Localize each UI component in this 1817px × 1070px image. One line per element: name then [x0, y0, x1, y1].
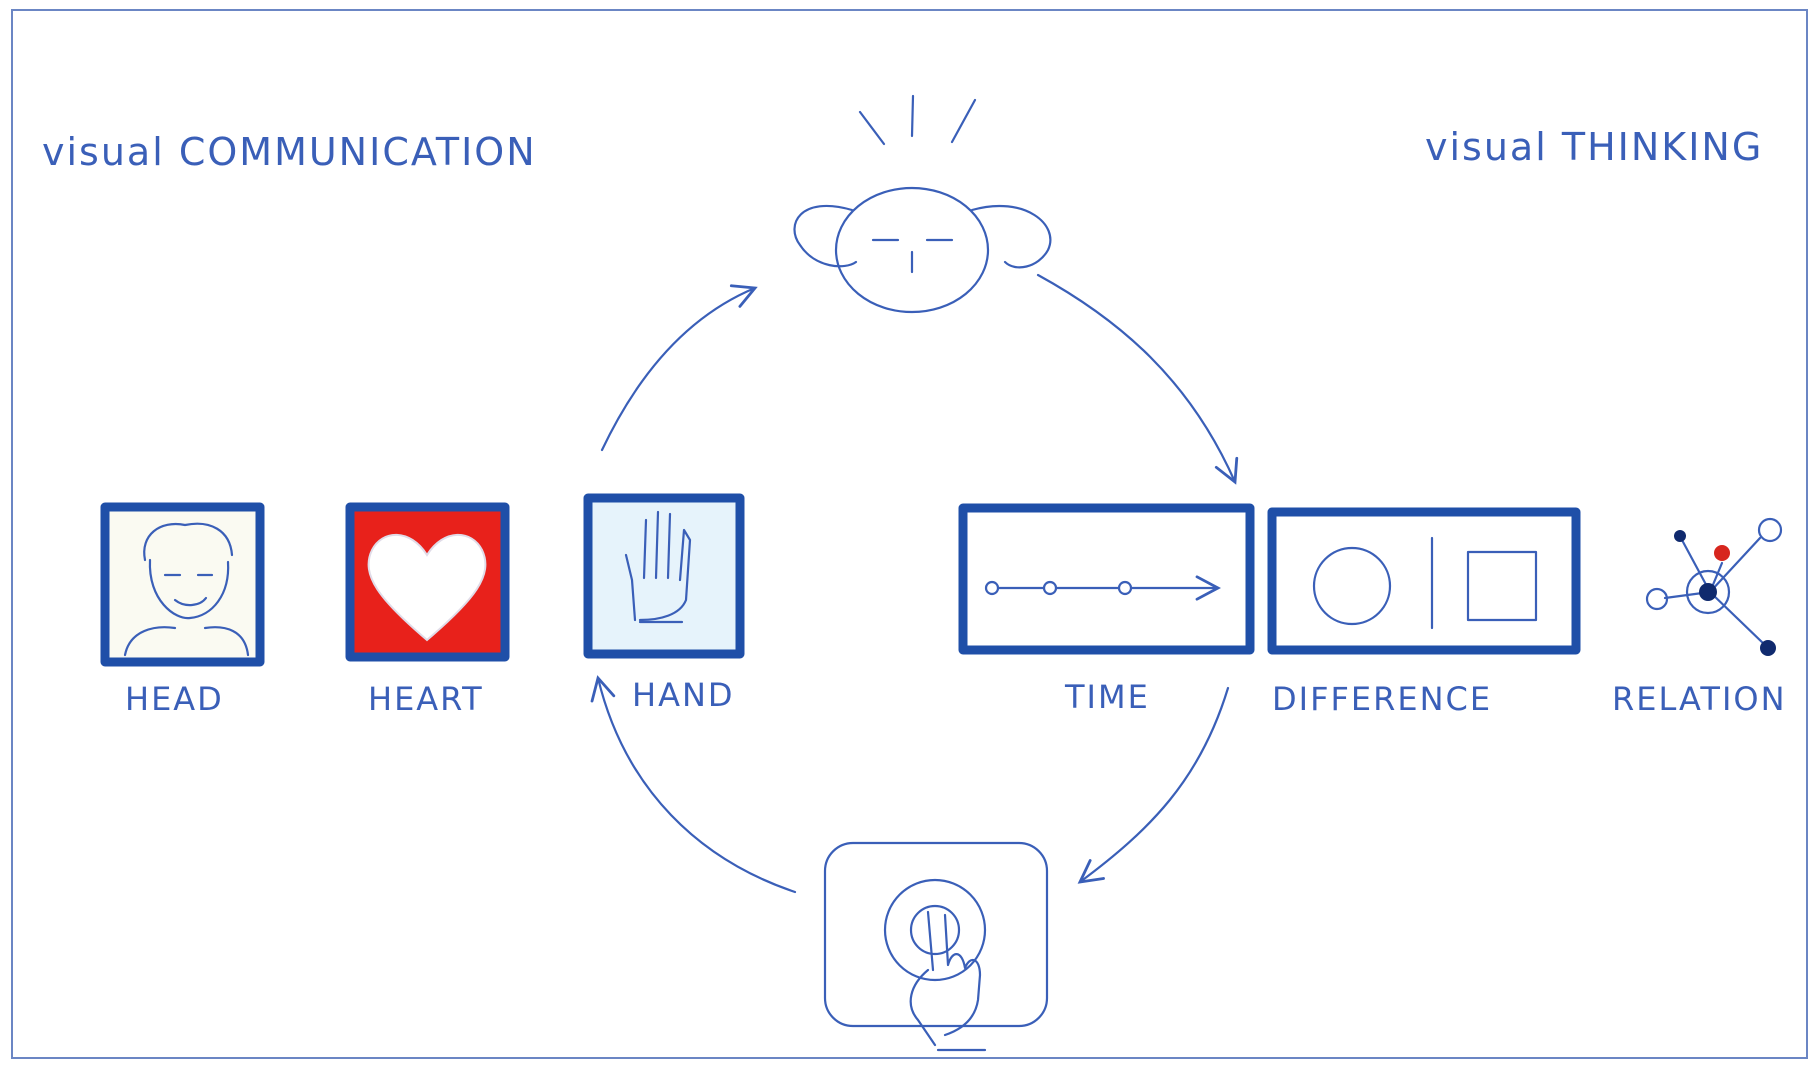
title-visual-thinking: visual THINKING	[1425, 125, 1763, 169]
cycle-arrow-time-to-touch	[1077, 686, 1230, 884]
relation-center-node	[1699, 583, 1717, 601]
cycle-arrow-hand-to-head	[600, 284, 758, 452]
head-card	[100, 502, 265, 667]
heart-icon	[367, 533, 487, 642]
hand-card	[583, 493, 745, 659]
relation-red-node	[1714, 545, 1730, 561]
outer-frame	[11, 9, 1808, 1059]
difference-label: DIFFERENCE	[1272, 680, 1492, 718]
heart-card	[345, 502, 510, 662]
touchscreen-finger-icon	[823, 841, 1049, 1052]
thinking-head-icon	[793, 94, 1052, 314]
relation-dark-node	[1674, 530, 1686, 542]
raised-hand-icon	[624, 510, 692, 624]
relation-label: RELATION	[1612, 680, 1787, 718]
cycle-arrow-head-to-time	[1036, 273, 1239, 485]
timeline-icon	[984, 575, 1221, 601]
head-label: HEAD	[125, 680, 224, 718]
relation-bottom-node	[1760, 640, 1776, 656]
hand-label: HAND	[632, 676, 735, 714]
cycle-arrow-touch-to-hand	[590, 675, 797, 894]
person-face-icon	[123, 522, 250, 657]
time-card	[958, 503, 1255, 655]
difference-card	[1267, 507, 1581, 655]
circle-vs-square-icon	[1312, 536, 1538, 630]
heart-label: HEART	[368, 680, 484, 718]
time-label: TIME	[1064, 678, 1150, 716]
title-visual-communication: visual COMMUNICATION	[42, 130, 537, 174]
relation-network-icon	[1645, 517, 1783, 656]
